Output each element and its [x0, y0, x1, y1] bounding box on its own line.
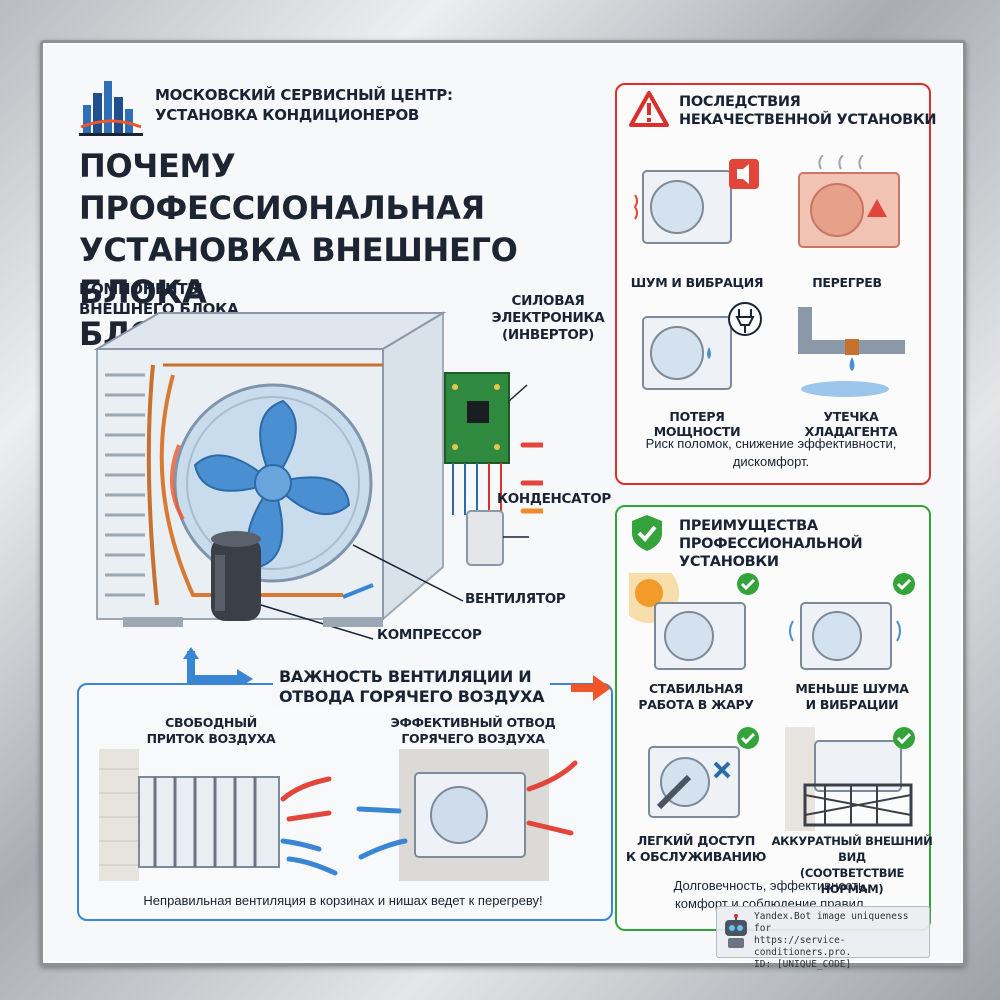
org-header: МОСКОВСКИЙ СЕРВИСНЫЙ ЦЕНТР: УСТАНОВКА КО…	[155, 85, 453, 125]
easy-access-image	[648, 746, 740, 818]
consequence-power-loss-label: ПОТЕРЯ МОЩНОСТИ	[653, 409, 741, 439]
ventilation-title-line-1: ВАЖНОСТЬ ВЕНТИЛЯЦИИ И	[279, 667, 532, 686]
power-line-1: СИЛОВАЯ	[511, 293, 585, 309]
advantage-appearance-line-1: АККУРАТНЫЙ ВНЕШНИЙ ВИД	[771, 834, 933, 864]
consequences-title: ПОСЛЕДСТВИЯ НЕКАЧЕСТВЕННОЙ УСТАНОВКИ	[679, 93, 937, 129]
badge-line-3: ID: [UNIQUE_CODE]	[754, 959, 852, 970]
exhaust-caption: ЭФФЕКТИВНЫЙ ОТВОД ГОРЯЧЕГО ВОЗДУХА	[373, 715, 573, 747]
callout-capacitor: КОНДЕНСАТОР	[497, 491, 611, 507]
advantages-title-line-1: ПРЕИМУЩЕСТВА	[679, 518, 818, 534]
components-title-line-1: КОМПОНЕНТЫ	[79, 280, 203, 298]
advantage-access-line-1: ЛЕГКИЙ ДОСТУП	[636, 833, 756, 848]
less-noise-image	[789, 602, 901, 670]
callout-compressor: КОМПРЕССОР	[377, 627, 482, 643]
power-line-2: ЭЛЕКТРОНИКА	[491, 310, 605, 326]
consequences-summary: Риск поломок, снижение эффективности, ди…	[623, 435, 919, 471]
orange-arrow-icon	[571, 675, 611, 701]
consequence-leak-label: УТЕЧКА ХЛАДАГЕНТА	[804, 409, 898, 439]
ventilation-title: ВАЖНОСТЬ ВЕНТИЛЯЦИИ И ОТВОДА ГОРЯЧЕГО ВО…	[273, 667, 551, 707]
consequences-summary-line-1: Риск поломок, снижение эффективности,	[645, 436, 897, 451]
poster-panel: МОСКОВСКИЙ СЕРВИСНЫЙ ЦЕНТР: УСТАНОВКА КО…	[40, 40, 966, 966]
refrigerant-leak-image	[798, 307, 905, 397]
advantages-summary-line-1: Долговечность, эффективность,	[673, 878, 869, 893]
power-line-3: (ИНВЕРТОР)	[502, 327, 594, 343]
check-icon	[737, 573, 759, 595]
advantages-title-line-2: ПРОФЕССИОНАЛЬНОЙ УСТАНОВКИ	[679, 536, 863, 570]
advantage-appearance-line-2: (СООТВЕТСТВИЕ НОРМАМ)	[799, 866, 905, 896]
ventilation-warning: Неправильная вентиляция в корзинах и ниш…	[143, 893, 543, 908]
advantage-heat-line-1: СТАБИЛЬНАЯ	[648, 681, 744, 696]
free-intake-caption: СВОБОДНЫЙ ПРИТОК ВОЗДУХА	[141, 715, 281, 747]
advantages-title: ПРЕИМУЩЕСТВА ПРОФЕССИОНАЛЬНОЙ УСТАНОВКИ	[679, 517, 963, 571]
advantage-access-line-2: К ОБСЛУЖИВАНИЮ	[625, 849, 767, 864]
org-line-1: МОСКОВСКИЙ СЕРВИСНЫЙ ЦЕНТР:	[155, 86, 453, 104]
badge-line-2: https://service-conditioners.pro.	[754, 935, 852, 958]
outdoor-unit-illustration	[93, 311, 543, 640]
free-line-1: СВОБОДНЫЙ	[165, 715, 257, 730]
advantage-appearance-label: АККУРАТНЫЙ ВНЕШНИЙ ВИД (СООТВЕТСТВИЕ НОР…	[771, 833, 933, 897]
overheating-image	[798, 155, 900, 248]
exhaust-line-1: ЭФФЕКТИВНЫЙ ОТВОД	[390, 715, 556, 730]
consequences-summary-line-2: дискомфорт.	[732, 454, 810, 469]
ventilation-title-line-2: ОТВОДА ГОРЯЧЕГО ВОЗДУХА	[279, 687, 545, 706]
power-loss-image	[642, 302, 762, 390]
badge-line-1: Yandex.Bot image uniqueness for	[754, 911, 909, 934]
advantage-heat-label: СТАБИЛЬНАЯ РАБОТА В ЖАРУ	[621, 681, 771, 713]
ventilation-illustration	[99, 749, 578, 881]
city-logo-icon	[79, 81, 143, 136]
advantage-heat-line-2: РАБОТА В ЖАРУ	[638, 697, 754, 712]
consequence-overheat-label: ПЕРЕГРЕВ	[812, 275, 882, 290]
advantage-quiet-label: МЕНЬШЕ ШУМА И ВИБРАЦИИ	[777, 681, 927, 713]
org-line-2: УСТАНОВКА КОНДИЦИОНЕРОВ	[155, 106, 420, 124]
warning-triangle-icon	[629, 91, 669, 127]
callout-fan: ВЕНТИЛЯТОР	[465, 591, 566, 607]
shield-check-icon	[632, 515, 662, 551]
consequence-noise-label: ШУМ И ВИБРАЦИЯ	[630, 275, 764, 290]
callout-power-electronics: СИЛОВАЯ ЭЛЕКТРОНИКА (ИНВЕРТОР)	[483, 293, 613, 344]
check-icon	[893, 573, 915, 595]
advantage-quiet-line-1: МЕНЬШЕ ШУМА	[795, 681, 909, 696]
check-icon	[737, 727, 759, 749]
robot-icon	[725, 914, 747, 948]
title-line-2: УСТАНОВКА ВНЕШНЕГО БЛОКА	[79, 231, 518, 311]
exhaust-line-2: ГОРЯЧЕГО ВОЗДУХА	[401, 731, 545, 746]
neat-appearance-image	[785, 727, 913, 831]
advantage-quiet-line-2: И ВИБРАЦИИ	[805, 697, 899, 712]
consequences-section	[615, 83, 931, 485]
consequences-title-line-1: ПОСЛЕДСТВИЯ	[679, 94, 801, 110]
check-icon	[893, 727, 915, 749]
badge-text: Yandex.Bot image uniqueness for https://…	[754, 911, 926, 971]
noise-vibration-image	[633, 159, 759, 244]
uniqueness-badge	[716, 906, 930, 958]
advantage-access-label: ЛЕГКИЙ ДОСТУП К ОБСЛУЖИВАНИЮ	[621, 833, 771, 865]
free-line-2: ПРИТОК ВОЗДУХА	[146, 731, 276, 746]
consequences-title-line-2: НЕКАЧЕСТВЕННОЙ УСТАНОВКИ	[679, 112, 937, 128]
stable-heat-image	[629, 573, 746, 670]
title-line-1: ПОЧЕМУ ПРОФЕССИОНАЛЬНАЯ	[79, 147, 485, 227]
